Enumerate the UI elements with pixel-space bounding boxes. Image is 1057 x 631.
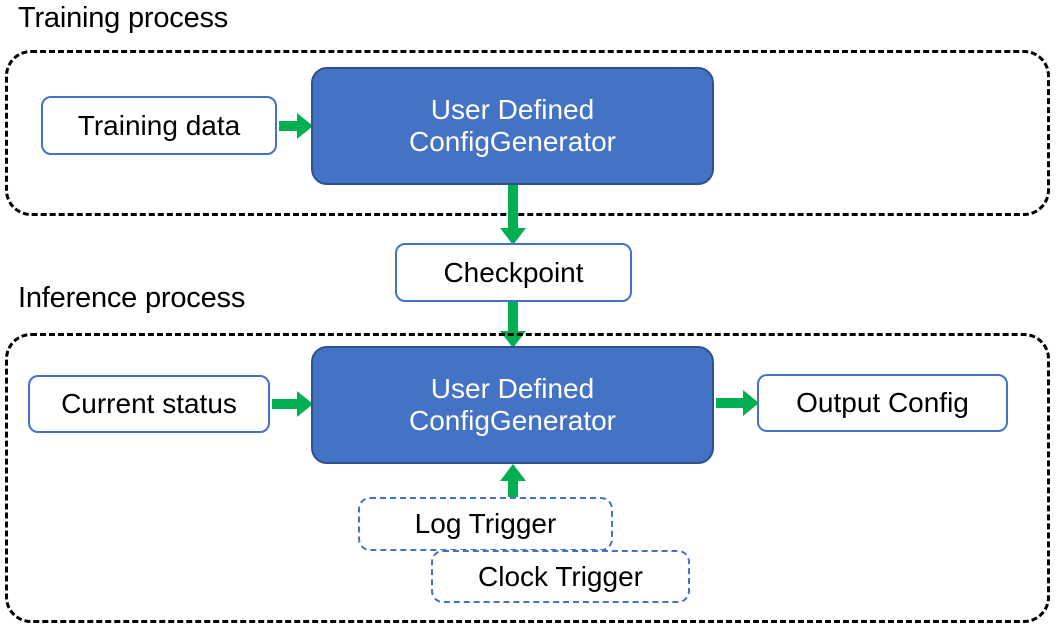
- inference-user-defined-configgenerator-node[interactable]: User Defined ConfigGenerator: [311, 346, 714, 464]
- training-process-label: Training process: [18, 2, 229, 34]
- training-data-label: Training data: [77, 109, 241, 141]
- log-trigger-label: Log Trigger: [414, 508, 557, 539]
- arrow-shaft: [716, 398, 748, 408]
- checkpoint-node[interactable]: Checkpoint: [395, 243, 632, 302]
- output-config-node[interactable]: Output Config: [757, 374, 1008, 432]
- training-generator-line1: User Defined: [430, 93, 595, 125]
- output-config-label: Output Config: [796, 387, 969, 418]
- arrow-triggers-to-generator: [496, 464, 530, 501]
- training-generator-line2: ConfigGenerator: [408, 126, 616, 157]
- arrow-head: [297, 113, 313, 139]
- arrow-head: [500, 464, 526, 481]
- checkpoint-label: Checkpoint: [443, 256, 584, 288]
- arrow-head: [743, 390, 759, 416]
- arrow-shaft: [279, 121, 305, 131]
- clock-trigger-label: Clock Trigger: [478, 560, 643, 592]
- log-trigger-node[interactable]: Log Trigger: [358, 497, 613, 551]
- arrow-head: [500, 228, 526, 245]
- inference-process-container: [5, 333, 1050, 623]
- arrow-shaft: [508, 477, 518, 501]
- inference-process-label: Inference process: [18, 282, 246, 314]
- current-status-label: Current status: [61, 388, 237, 419]
- clock-trigger-node[interactable]: Clock Trigger: [431, 550, 690, 603]
- training-user-defined-configgenerator-node[interactable]: User Defined ConfigGenerator: [311, 67, 714, 185]
- arrow-generator-to-output-config: [716, 387, 759, 419]
- current-status-node[interactable]: Current status: [28, 375, 270, 433]
- arrow-shaft: [272, 399, 302, 409]
- inference-generator-line1: User Defined: [430, 372, 595, 404]
- arrow-training-data-to-generator: [279, 110, 313, 142]
- arrow-current-status-to-generator: [272, 388, 313, 420]
- arrow-generator-to-checkpoint: [496, 185, 530, 245]
- training-process-container: [5, 50, 1050, 216]
- arrow-shaft: [508, 302, 518, 333]
- arrow-shaft: [508, 185, 518, 230]
- training-data-node[interactable]: Training data: [41, 96, 277, 155]
- arrow-head: [297, 391, 313, 417]
- inference-generator-line2: ConfigGenerator: [408, 405, 616, 436]
